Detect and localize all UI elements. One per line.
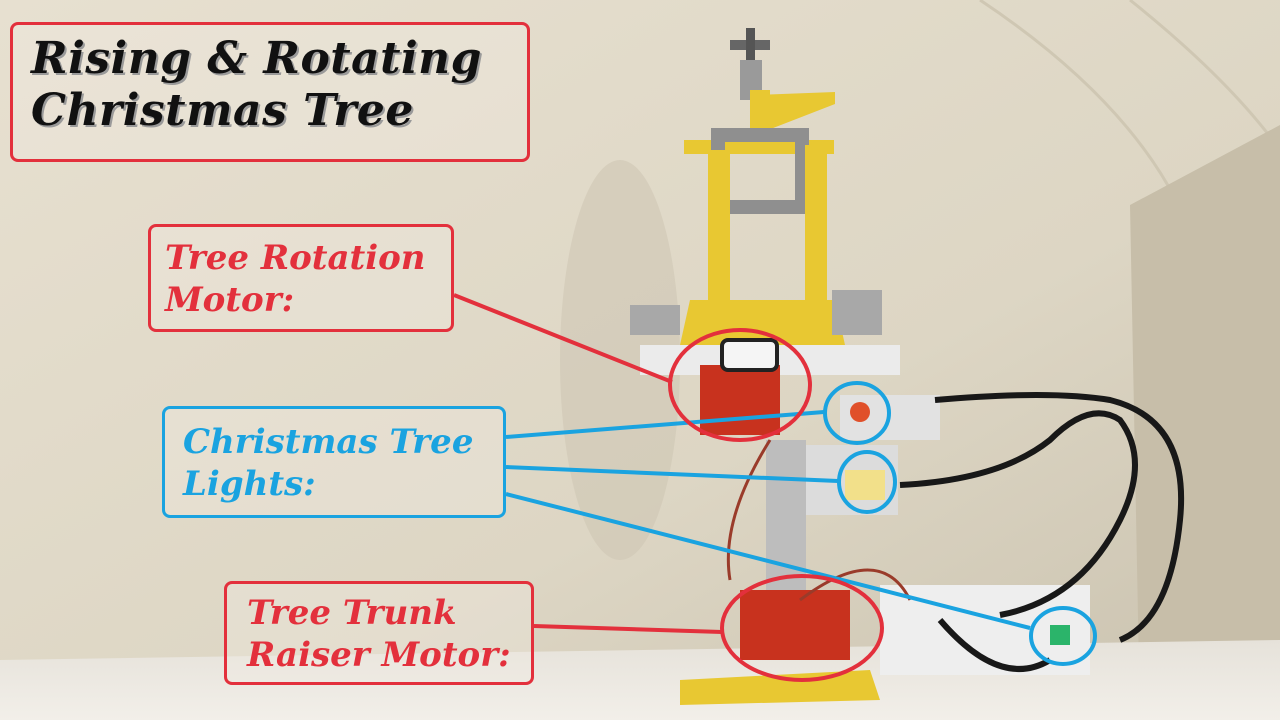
title-line-2: Christmas Tree [31, 85, 414, 136]
title-box: Rising & Rotating Christmas Tree [10, 22, 530, 162]
upper-light-led [850, 402, 870, 422]
trunk-column [766, 440, 806, 600]
grey-connector-left [630, 305, 680, 335]
cardboard-panel [1130, 125, 1280, 720]
lights-callout-line-1 [505, 410, 825, 439]
rotation-callout-line [453, 293, 673, 384]
turntable [720, 338, 779, 372]
trunk-motor-label-line-2: Raiser Motor: [247, 635, 511, 675]
lights-callout-line-2 [505, 465, 839, 483]
tree-lights-label: Christmas Tree Lights: [162, 406, 506, 518]
cable-red-2 [799, 568, 912, 602]
lower-light-led [845, 470, 885, 500]
cable-black-3 [937, 618, 1052, 672]
rotation-motor-label-line-1: Tree Rotation [165, 238, 426, 278]
trunk-motor-label: Tree Trunk Raiser Motor: [224, 581, 534, 685]
title-line-1: Rising & Rotating [31, 33, 482, 84]
yellow-star-arm [755, 92, 835, 130]
lights-callout-line-3 [505, 492, 1031, 630]
yellow-star-post [750, 90, 770, 140]
rotation-motor-label-line-2: Motor: [165, 280, 295, 320]
trunk-motor-label-line-1: Tree Trunk [247, 593, 457, 633]
trunk-motor-circle [720, 574, 884, 682]
cable-black-2 [899, 410, 1138, 618]
trunk-callout-line [533, 624, 723, 634]
lower-light-circle [837, 450, 897, 514]
upper-light-circle [823, 381, 891, 445]
hub-status-light [1050, 625, 1070, 645]
cable-red-1 [726, 439, 772, 581]
rotation-motor-label: Tree Rotation Motor: [148, 224, 454, 332]
grey-connector-right [832, 290, 882, 335]
tree-lights-label-line-1: Christmas Tree [183, 422, 474, 462]
trunk-raiser-motor-brick [740, 590, 850, 660]
cable-black-1 [934, 392, 1185, 643]
rotation-motor-brick [700, 365, 780, 435]
yellow-upright-right [805, 145, 827, 350]
rotation-motor-circle [668, 328, 812, 442]
hub-light-circle [1029, 606, 1097, 666]
tree-lights-label-line-2: Lights: [183, 464, 316, 504]
